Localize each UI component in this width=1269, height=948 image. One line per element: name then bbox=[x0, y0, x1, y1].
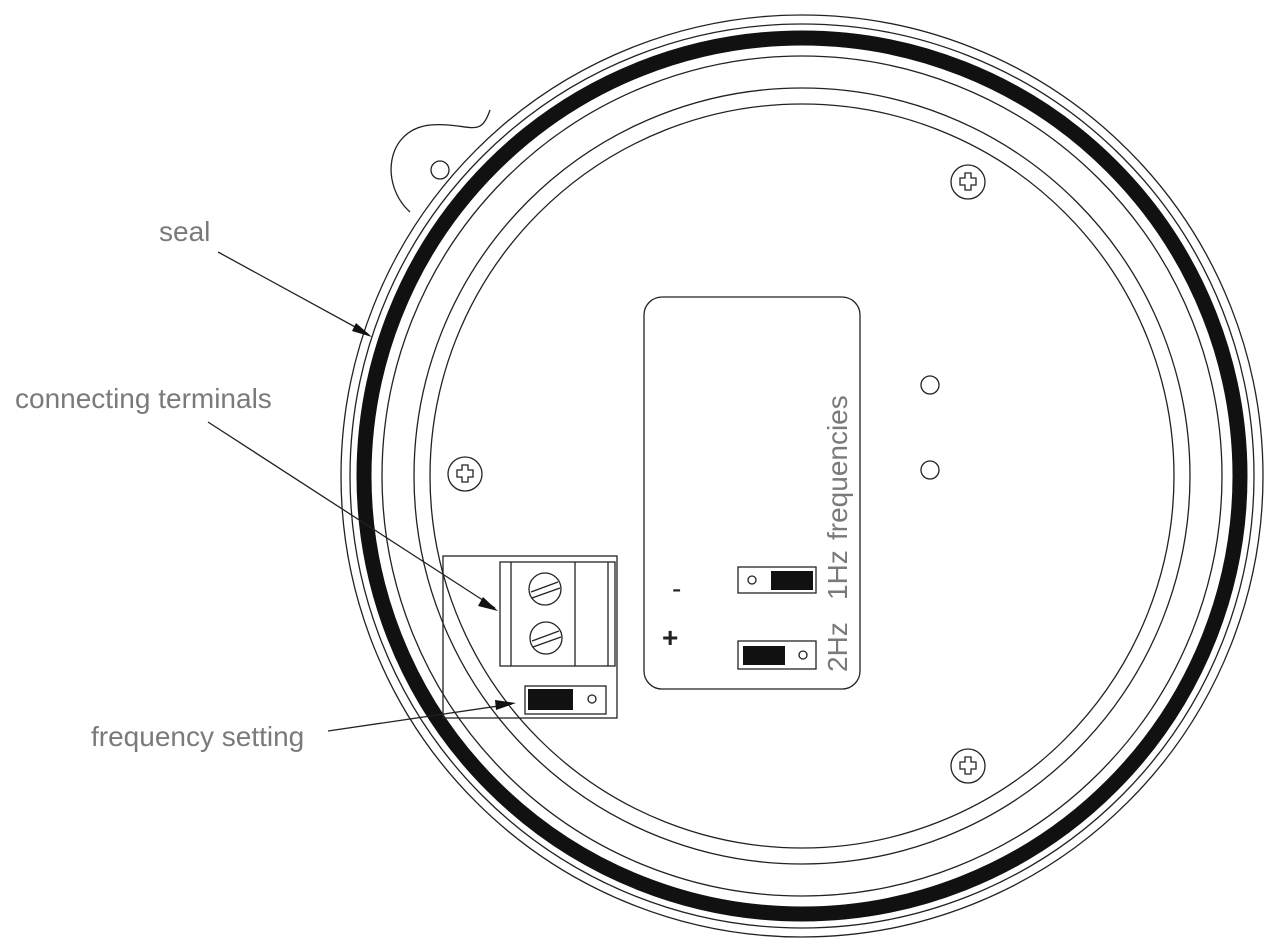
frequency-leader bbox=[327, 703, 513, 732]
label-seal: seal bbox=[159, 216, 210, 247]
label-1hz: 1Hz bbox=[822, 550, 853, 600]
switch-2hz bbox=[737, 640, 817, 670]
hole bbox=[920, 460, 940, 480]
terminal-screw-icon bbox=[528, 572, 562, 606]
terminal-housing bbox=[442, 555, 618, 719]
outer-ring bbox=[340, 14, 1264, 938]
label-2hz: 2Hz bbox=[822, 622, 853, 672]
switch-1hz bbox=[737, 566, 817, 594]
screw-icon bbox=[950, 748, 986, 784]
outer-ring-2 bbox=[349, 23, 1255, 929]
seal-leader bbox=[217, 251, 369, 335]
terminal-screw-icon bbox=[529, 621, 563, 655]
inner-ring-1 bbox=[381, 55, 1223, 897]
seal-ring bbox=[356, 30, 1248, 922]
label-frequencies: frequencies bbox=[822, 395, 853, 540]
label-connecting-terminals: connecting terminals bbox=[15, 383, 272, 414]
minus-sign: - bbox=[672, 573, 681, 604]
plus-sign: + bbox=[662, 622, 678, 653]
lug-hole bbox=[430, 160, 450, 180]
mounting-lug bbox=[390, 109, 491, 213]
inner-ring-3 bbox=[429, 103, 1175, 849]
inner-ring-2 bbox=[413, 87, 1191, 865]
label-frequency-setting: frequency setting bbox=[91, 721, 304, 752]
screw-icon bbox=[447, 456, 483, 492]
frequency-panel bbox=[643, 296, 861, 690]
frequency-switch bbox=[524, 685, 607, 715]
screw-icon bbox=[950, 164, 986, 200]
terminals-leader bbox=[207, 421, 496, 609]
terminal-block bbox=[499, 561, 616, 667]
hole bbox=[920, 375, 940, 395]
